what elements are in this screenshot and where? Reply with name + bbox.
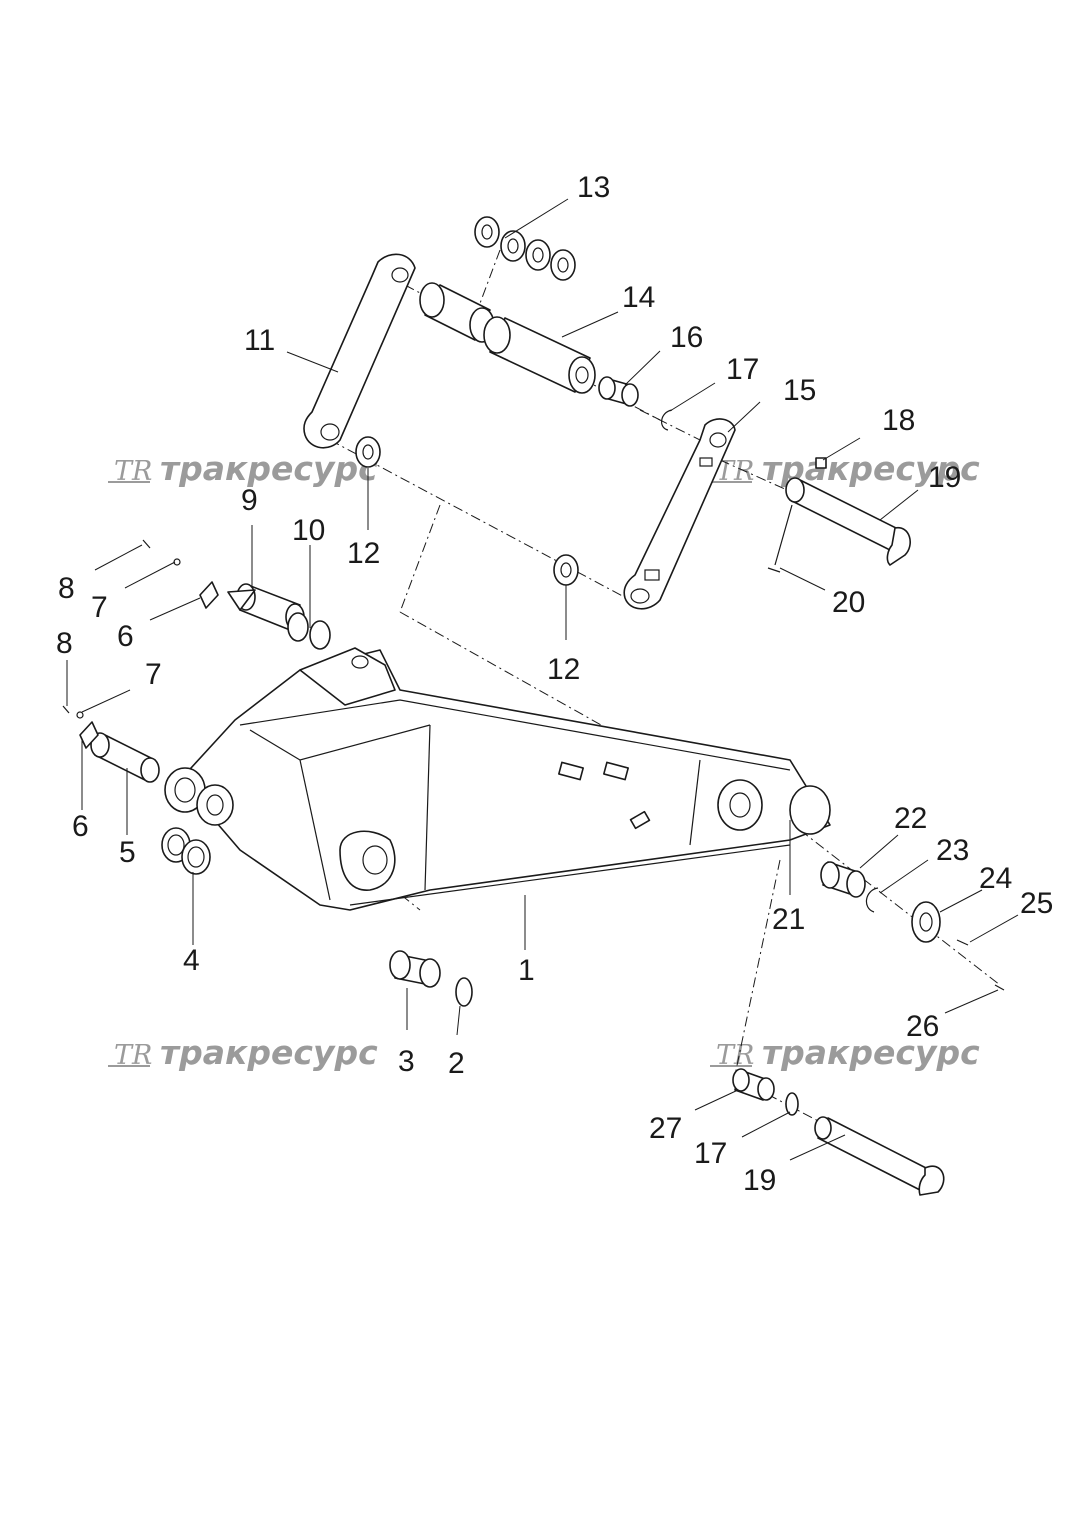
grease-fitting — [815, 457, 827, 469]
watermark-4: TR тракресурс — [710, 1033, 980, 1072]
callout-18: 18 — [882, 404, 915, 437]
callout-8: 8 — [58, 572, 75, 605]
screw-26 — [994, 984, 1005, 991]
boom-end-boss — [717, 779, 763, 831]
boom-arm — [164, 647, 831, 911]
link-bar-left — [303, 253, 416, 449]
boom-pin-boss-right — [196, 784, 234, 826]
callout-3: 3 — [398, 1045, 415, 1078]
callout-6: 6 — [117, 620, 134, 653]
callout-20: 20 — [832, 586, 865, 619]
lock-plate-upper — [199, 581, 219, 609]
washer-lower-12 — [553, 554, 579, 586]
shims-4 — [161, 827, 211, 875]
boom-lug-3 — [629, 810, 651, 830]
snap-ring-lower — [785, 1092, 799, 1116]
callout-23: 23 — [936, 834, 969, 867]
svg-text:тракресурс: тракресурс — [762, 1033, 980, 1072]
seal-ring-2 — [455, 977, 473, 1007]
callout-10: 10 — [292, 514, 325, 547]
watermark-1: TR тракресурс — [108, 449, 378, 488]
pin-lower — [814, 1116, 945, 1196]
lock-plate-lower — [79, 721, 99, 749]
callout-15: 15 — [783, 374, 816, 407]
callout-19: 19 — [928, 461, 961, 494]
callout-22: 22 — [894, 802, 927, 835]
callout-5: 5 — [119, 836, 136, 869]
callout-17: 17 — [694, 1137, 727, 1170]
watermark-3: TR тракресурс — [108, 1033, 378, 1072]
bushing-upper — [598, 376, 639, 407]
callout-17: 17 — [726, 353, 759, 386]
o-rings-10 — [287, 612, 331, 650]
callout-24: 24 — [979, 862, 1012, 895]
snap-ring-23 — [865, 887, 879, 913]
screw-25 — [956, 939, 969, 946]
callout-9: 9 — [241, 484, 258, 517]
callout-2: 2 — [448, 1047, 465, 1080]
pin-5 — [90, 732, 160, 783]
callout-labels: 13 14 11 16 17 15 18 19 9 10 12 8 7 6 20… — [56, 171, 1053, 1197]
washer-lower-7 — [76, 711, 84, 719]
svg-text:тракресурс: тракресурс — [160, 449, 378, 488]
callout-12: 12 — [547, 653, 580, 686]
callout-4: 4 — [183, 944, 200, 977]
link-bar-right — [623, 418, 736, 610]
svg-text:TR: TR — [114, 456, 152, 487]
callout-14: 14 — [622, 281, 655, 314]
callout-6: 6 — [72, 810, 89, 843]
callout-19: 19 — [743, 1164, 776, 1197]
bushing-lower-3 — [389, 950, 441, 988]
bolt-upper-8 — [142, 539, 151, 549]
callout-12: 12 — [347, 537, 380, 570]
callout-21: 21 — [772, 903, 805, 936]
shim-washers — [474, 216, 576, 281]
washer-upper-12 — [355, 436, 381, 468]
bolt-lower-8 — [62, 705, 70, 714]
svg-text:тракресурс: тракресурс — [160, 1033, 378, 1072]
callout-26: 26 — [906, 1010, 939, 1043]
svg-text:TR: TR — [716, 1040, 754, 1071]
callout-7: 7 — [145, 658, 162, 691]
boom-lower-boss — [339, 830, 396, 891]
pin-upper — [785, 477, 911, 566]
callout-13: 13 — [577, 171, 610, 204]
spacer-tubes — [419, 282, 596, 394]
callout-7: 7 — [91, 591, 108, 624]
bushing-27 — [732, 1068, 775, 1101]
callout-27: 27 — [649, 1112, 682, 1145]
snap-ring-upper — [661, 409, 673, 431]
bolt-20 — [767, 504, 793, 573]
boom-end-flange — [789, 785, 831, 835]
callout-11: 11 — [244, 324, 275, 357]
svg-text:TR: TR — [114, 1040, 152, 1071]
cover-plate-24 — [911, 901, 941, 943]
callout-25: 25 — [1020, 887, 1053, 920]
bushing-22 — [820, 861, 866, 898]
callout-16: 16 — [670, 321, 703, 354]
callout-8: 8 — [56, 627, 73, 660]
callout-1: 1 — [518, 954, 535, 987]
boom-lug-2 — [603, 761, 629, 781]
boom-lug-1 — [558, 761, 584, 781]
leader-lines — [66, 198, 1019, 1161]
boom-top-bracket — [299, 647, 396, 706]
